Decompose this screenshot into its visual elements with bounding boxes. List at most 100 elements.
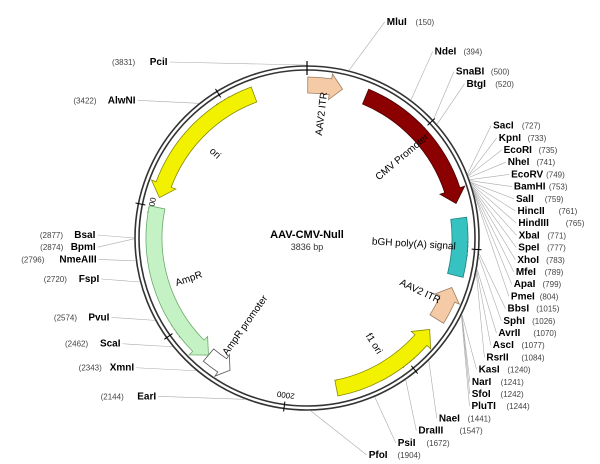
tick-mark xyxy=(215,88,222,98)
site-leader-line xyxy=(461,315,470,407)
site-bsai-name: BsaI xyxy=(74,230,95,241)
site-apai-name: ApaI xyxy=(514,279,536,290)
site-leader-line xyxy=(467,125,492,174)
site-asci-name: AscI xyxy=(493,340,514,351)
site-psii-name: PsiI xyxy=(398,438,416,449)
site-xhoi-position: (783) xyxy=(546,256,565,265)
site-fspi-name: FspI xyxy=(79,274,100,285)
site-nhei-name: NheI xyxy=(508,157,530,168)
site-leader-line xyxy=(476,271,492,346)
site-leader-line xyxy=(468,149,502,177)
feature-ampr-promoter-label: AmpR promoter xyxy=(221,293,271,358)
site-sphi-position: (1026) xyxy=(532,317,555,326)
site-leader-line xyxy=(479,253,506,309)
site-leader-line xyxy=(461,314,477,370)
site-nmeaiii-position: (2796) xyxy=(21,255,44,264)
site-btgi-name: BtgI xyxy=(466,79,486,90)
site-leader-line xyxy=(348,21,386,71)
site-kpni-position: (733) xyxy=(528,134,547,143)
site-scai-position: (2462) xyxy=(65,340,88,349)
site-apai-position: (799) xyxy=(543,280,562,289)
site-leader-line xyxy=(410,51,433,100)
site-hincii-name: HincII xyxy=(517,206,544,217)
site-leader-line xyxy=(474,194,510,297)
site-bpmi-name: BpmI xyxy=(71,242,96,253)
site-leader-line xyxy=(470,180,512,187)
site-ecori-position: (735) xyxy=(539,146,558,155)
site-ecori-name: EcoRI xyxy=(504,145,533,156)
site-psii-position: (1672) xyxy=(426,439,449,448)
site-leader-line xyxy=(310,410,367,456)
site-alwni-name: AlwNI xyxy=(108,95,136,106)
tick-mark xyxy=(283,401,286,412)
tick-label: 2000 xyxy=(276,389,295,400)
site-leader-line xyxy=(470,182,516,212)
site-bbsi-position: (1015) xyxy=(536,305,559,314)
plasmid-backbone xyxy=(134,61,480,411)
site-xmni-name: XmnI xyxy=(110,363,135,374)
feature-cmv-promoter-label: CMV Promoter xyxy=(374,131,432,183)
tick-mark xyxy=(135,202,146,206)
site-pmei-position: (804) xyxy=(540,292,559,301)
site-leader-line xyxy=(436,83,465,125)
site-ecorv-position: (749) xyxy=(546,170,565,179)
site-eari-name: EarI xyxy=(137,391,156,402)
site-eari-position: (2144) xyxy=(101,392,124,401)
site-scai-name: ScaI xyxy=(100,339,121,350)
site-leader-line xyxy=(137,99,199,104)
site-pvui-name: PvuI xyxy=(88,312,109,323)
site-nmeaiii-name: NmeAIII xyxy=(59,254,96,265)
site-mfei-name: MfeI xyxy=(516,267,536,278)
site-leader-line xyxy=(461,315,471,382)
site-bbsi-name: BbsI xyxy=(507,304,529,315)
feature-aav2-itr-label: AAV2 ITR xyxy=(314,92,330,137)
site-leader-line xyxy=(158,395,245,400)
site-leader-line xyxy=(98,259,136,262)
site-leader-line xyxy=(101,278,140,283)
site-bamhi-name: BamHI xyxy=(514,182,546,193)
site-asci-position: (1077) xyxy=(522,341,545,350)
site-mlui-name: MluI xyxy=(387,17,407,28)
site-avrii-name: AvrII xyxy=(498,328,520,339)
site-hincii-position: (761) xyxy=(559,207,578,216)
plasmid-center-label: AAV-CMV-Null 3836 bp xyxy=(270,229,344,252)
site-snabi-name: SnaBI xyxy=(456,67,485,78)
site-leader-lines xyxy=(97,21,517,456)
site-saci-name: SacI xyxy=(493,121,514,132)
site-saci-position: (727) xyxy=(522,122,541,131)
site-alwni-position: (3422) xyxy=(73,96,96,105)
site-leader-line xyxy=(111,317,155,321)
restriction-site-labels: MluI (150) NdeI (394) SnaBI (500) BtgI (520) Sac… xyxy=(21,17,584,461)
plasmid-size: 3836 bp xyxy=(291,242,324,252)
site-pcii-name: PciI xyxy=(150,57,168,68)
site-rsrii-position: (1084) xyxy=(521,353,544,362)
site-leader-line xyxy=(472,188,516,260)
site-kpni-name: KpnI xyxy=(499,133,521,144)
site-snabi-position: (500) xyxy=(491,68,510,77)
site-mlui-position: (150) xyxy=(416,18,435,27)
site-leader-line xyxy=(478,256,502,321)
site-ndei-name: NdeI xyxy=(435,47,457,58)
site-mfei-position: (789) xyxy=(545,268,564,277)
site-leader-line xyxy=(470,182,515,200)
site-leader-line xyxy=(469,174,510,180)
site-leader-line xyxy=(136,367,197,372)
tick-mark xyxy=(410,365,419,374)
site-leader-line xyxy=(476,273,485,358)
site-leader-line xyxy=(471,185,517,236)
site-ndei-position: (394) xyxy=(463,48,482,57)
site-bamhi-position: (753) xyxy=(549,183,568,192)
site-pmei-name: PmeI xyxy=(511,291,535,302)
feature-cmv-promoter-arrow xyxy=(362,88,466,205)
site-draiii-position: (1547) xyxy=(460,427,483,436)
site-btgi-position: (520) xyxy=(495,80,514,89)
site-leader-line xyxy=(468,161,506,178)
site-sphi-name: SphI xyxy=(503,316,525,327)
site-leader-line xyxy=(374,397,396,443)
site-leader-line xyxy=(122,343,173,348)
site-spei-name: SpeI xyxy=(518,243,539,254)
site-pcii-position: (3831) xyxy=(112,58,135,67)
site-xbai-name: XbaI xyxy=(519,230,540,241)
site-naei-name: NaeI xyxy=(439,413,460,424)
